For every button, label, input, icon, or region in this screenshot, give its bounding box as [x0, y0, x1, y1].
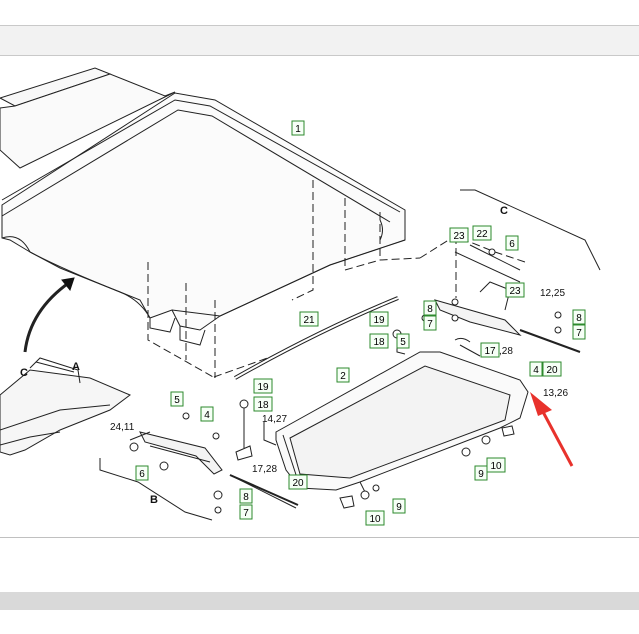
view-b-bracket	[99, 458, 213, 521]
svg-text:8: 8	[243, 492, 249, 503]
callout[interactable]: 4	[529, 361, 543, 377]
callout[interactable]: 7	[572, 324, 586, 340]
svg-text:23: 23	[453, 231, 465, 242]
callout[interactable]: 19	[369, 311, 389, 327]
callout[interactable]: 1	[291, 120, 305, 136]
svg-text:9: 9	[478, 469, 484, 480]
svg-text:4: 4	[204, 410, 210, 421]
label: 14,27	[262, 414, 287, 425]
view-letters: A B C C	[20, 205, 508, 506]
svg-text:6: 6	[139, 469, 145, 480]
svg-text:8: 8	[427, 304, 433, 315]
label: 12,25	[540, 288, 565, 299]
callout[interactable]: 8	[572, 309, 586, 325]
callout[interactable]: 6	[505, 235, 519, 251]
svg-text:4: 4	[533, 365, 539, 376]
callout[interactable]: 18	[253, 396, 273, 412]
svg-text:9: 9	[396, 502, 402, 513]
footer	[0, 610, 639, 634]
callout[interactable]: 7	[423, 315, 437, 331]
svg-text:5: 5	[174, 395, 180, 406]
svg-text:1: 1	[295, 124, 301, 135]
canopy-roof	[0, 67, 406, 346]
callout[interactable]: 23	[505, 282, 525, 298]
svg-text:8: 8	[576, 313, 582, 324]
callout[interactable]: 21	[299, 311, 319, 327]
svg-text:17: 17	[484, 346, 496, 357]
callout[interactable]: 22	[472, 225, 492, 241]
bracket-b	[129, 431, 299, 509]
callout[interactable]: 6	[135, 465, 149, 481]
callouts: 1 2 4 4 5 5 6 6 7 7 7 8 8 8 9 9 10 10 17…	[135, 120, 586, 526]
view-letter: C	[500, 205, 508, 217]
callout[interactable]: 7	[239, 504, 253, 520]
view-letter: B	[150, 494, 158, 506]
red-pointer-arrow	[530, 392, 574, 467]
callout[interactable]: 19	[253, 378, 273, 394]
svg-text:23: 23	[509, 286, 521, 297]
svg-text:7: 7	[576, 328, 582, 339]
callout[interactable]: 10	[486, 457, 506, 473]
left-detail-view	[0, 357, 131, 456]
svg-text:10: 10	[369, 514, 381, 525]
svg-text:7: 7	[427, 319, 433, 330]
svg-text:10: 10	[490, 461, 502, 472]
view-letter: A	[72, 361, 80, 373]
status-bar	[0, 592, 639, 610]
callout[interactable]: 18	[369, 333, 389, 349]
roof-guide-lines	[147, 180, 526, 379]
label: 17,28	[252, 464, 277, 475]
page-margin	[0, 538, 639, 592]
rotation-arrow	[23, 280, 71, 353]
svg-text:6: 6	[509, 239, 515, 250]
callout[interactable]: 20	[542, 361, 562, 377]
label: 24,11	[110, 422, 135, 433]
svg-text:20: 20	[292, 478, 304, 489]
view-c-bracket	[460, 189, 601, 271]
svg-text:20: 20	[546, 365, 558, 376]
svg-text:18: 18	[257, 400, 269, 411]
label: 13,26	[543, 388, 568, 399]
frame-part-2	[275, 351, 529, 493]
label: ,28	[499, 346, 513, 357]
window-top	[0, 0, 639, 25]
callout[interactable]: 10	[365, 510, 385, 526]
svg-text:19: 19	[373, 315, 385, 326]
callout[interactable]: 4	[200, 406, 214, 422]
callout[interactable]: 9	[474, 465, 488, 481]
callout[interactable]: 17	[480, 342, 500, 358]
callout[interactable]: 23	[449, 227, 469, 243]
svg-text:2: 2	[340, 371, 346, 382]
svg-text:5: 5	[400, 337, 406, 348]
svg-text:19: 19	[257, 382, 269, 393]
parts-diagram: 1 2 4 4 5 5 6 6 7 7 7 8 8 8 9 9 10 10 17…	[0, 67, 601, 526]
callout[interactable]: 8	[239, 488, 253, 504]
callout[interactable]: 2	[336, 367, 350, 383]
toolbar	[0, 25, 639, 56]
svg-text:7: 7	[243, 508, 249, 519]
svg-text:18: 18	[373, 337, 385, 348]
reference-labels: 24,11 14,27 17,28 ,28 12,25 13,26	[110, 288, 568, 475]
callout[interactable]: 9	[392, 498, 406, 514]
callout[interactable]: 8	[423, 300, 437, 316]
callout[interactable]: 20	[288, 474, 308, 490]
callout[interactable]: 5	[170, 391, 184, 407]
svg-text:22: 22	[476, 229, 488, 240]
view-letter: C	[20, 367, 28, 379]
bracket-c	[434, 244, 581, 357]
svg-text:21: 21	[303, 315, 315, 326]
parts-diagram-viewer[interactable]: 1 2 4 4 5 5 6 6 7 7 7 8 8 8 9 9 10 10 17…	[0, 56, 639, 538]
callout[interactable]: 5	[396, 333, 410, 349]
